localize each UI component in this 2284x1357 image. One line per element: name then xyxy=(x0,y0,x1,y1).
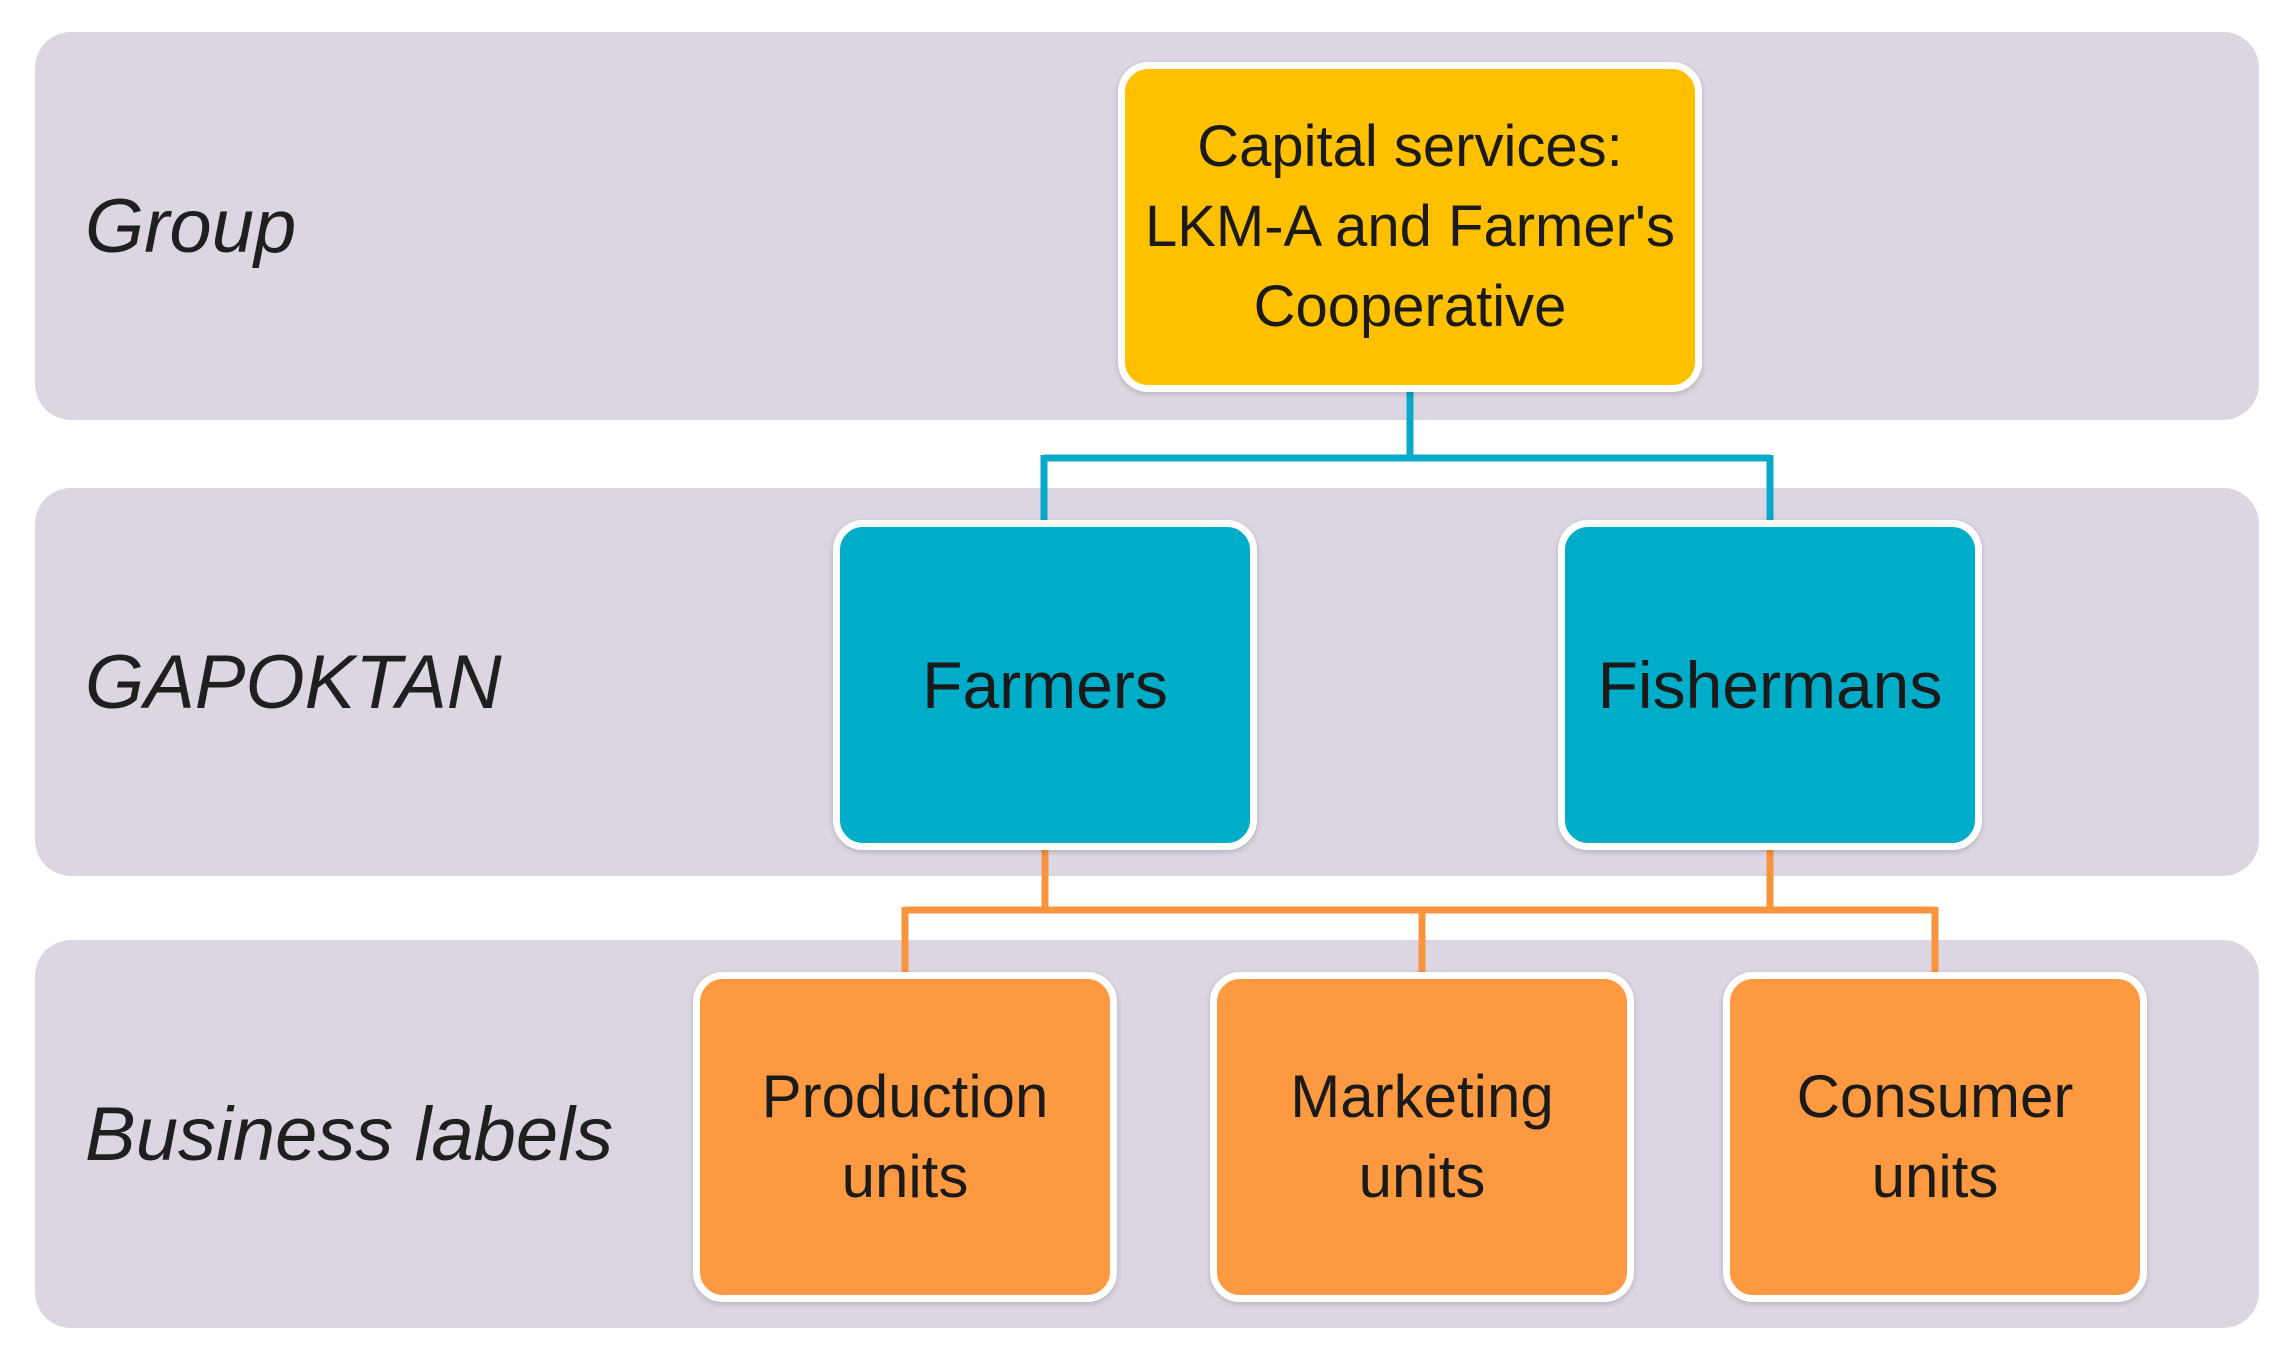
connector-capital-to-gapoktan xyxy=(1040,392,1774,520)
production-line-1: Production xyxy=(761,1063,1049,1130)
band-label-gapoktan: GAPOKTAN xyxy=(85,639,502,725)
consumer-line-1: Consumer xyxy=(1796,1063,2074,1130)
production-units-node: Production units xyxy=(693,972,1117,1302)
capital-line-1: Capital services: xyxy=(1197,114,1623,179)
consumer-line-2: units xyxy=(1871,1143,1999,1210)
marketing-line-2: units xyxy=(1358,1143,1486,1210)
marketing-line-1: Marketing xyxy=(1290,1063,1554,1130)
capital-services-node: Capital services: LKM-A and Farmer's Coo… xyxy=(1118,62,1702,392)
fishermans-label: Fishermans xyxy=(1597,648,1943,722)
band-label-group: Group xyxy=(85,183,297,269)
capital-line-3: Cooperative xyxy=(1253,274,1567,339)
farmers-label: Farmers xyxy=(922,648,1168,722)
farmers-node: Farmers xyxy=(833,520,1257,850)
production-line-2: units xyxy=(841,1143,969,1210)
band-label-business: Business labels xyxy=(85,1091,614,1177)
capital-line-2: LKM-A and Farmer's xyxy=(1144,194,1675,259)
consumer-units-node: Consumer units xyxy=(1723,972,2147,1302)
connector-gapoktan-to-business xyxy=(901,850,1939,972)
fishermans-node: Fishermans xyxy=(1558,520,1982,850)
marketing-units-node: Marketing units xyxy=(1210,972,1634,1302)
